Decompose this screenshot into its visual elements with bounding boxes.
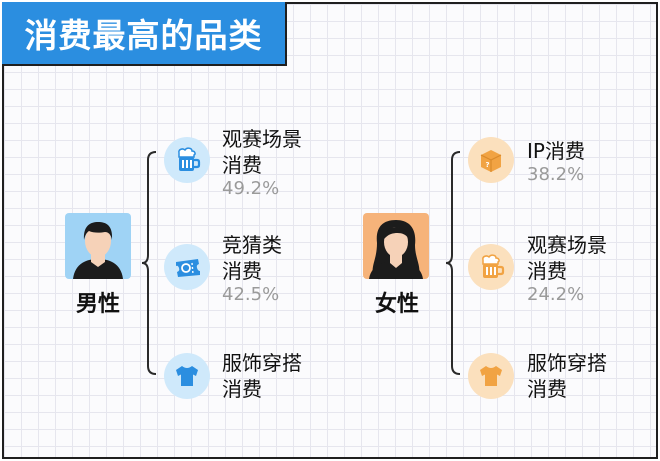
male-item-3: 服饰穿搭 消费 bbox=[222, 350, 302, 402]
svg-text:?: ? bbox=[486, 161, 490, 169]
female-brace bbox=[445, 151, 461, 375]
male-item-2-line1: 竞猜类 bbox=[222, 233, 282, 257]
male-brace bbox=[141, 151, 157, 375]
female-item-3-line2: 消费 bbox=[527, 377, 567, 401]
female-item-2-line1: 观赛场景 bbox=[527, 233, 607, 257]
female-item-2-line2: 消费 bbox=[527, 259, 567, 283]
female-item-1-line1: IP消费 bbox=[527, 139, 585, 163]
male-tshirt-icon bbox=[164, 353, 210, 399]
male-item-1-line1: 观赛场景 bbox=[222, 127, 302, 151]
male-ticket-icon bbox=[164, 244, 210, 290]
male-label: 男性 bbox=[75, 292, 120, 317]
male-item-2-line2: 消费 bbox=[222, 259, 262, 283]
female-item-2: 观赛场景 消费 24.2% bbox=[527, 232, 607, 306]
female-mystery-box-icon: ? bbox=[468, 137, 514, 183]
male-item-1-value: 49.2% bbox=[222, 178, 280, 199]
male-avatar bbox=[65, 213, 131, 279]
female-item-2-value: 24.2% bbox=[527, 284, 585, 305]
female-beer-mug-icon bbox=[468, 244, 514, 290]
female-item-1-value: 38.2% bbox=[527, 164, 585, 185]
page-title: 消费最高的品类 bbox=[2, 2, 287, 66]
female-item-3-line1: 服饰穿搭 bbox=[527, 351, 607, 375]
female-item-3: 服饰穿搭 消费 bbox=[527, 350, 607, 402]
female-avatar bbox=[363, 213, 429, 279]
female-label: 女性 bbox=[374, 292, 419, 317]
female-tshirt-icon bbox=[468, 353, 514, 399]
male-item-2-value: 42.5% bbox=[222, 284, 280, 305]
male-item-3-line1: 服饰穿搭 bbox=[222, 351, 302, 375]
male-item-1-line2: 消费 bbox=[222, 153, 262, 177]
male-item-2: 竞猜类 消费 42.5% bbox=[222, 232, 282, 306]
male-beer-mug-icon bbox=[164, 137, 210, 183]
female-item-1: IP消费 38.2% bbox=[527, 138, 585, 186]
male-item-3-line2: 消费 bbox=[222, 377, 262, 401]
male-item-1: 观赛场景 消费 49.2% bbox=[222, 126, 302, 200]
